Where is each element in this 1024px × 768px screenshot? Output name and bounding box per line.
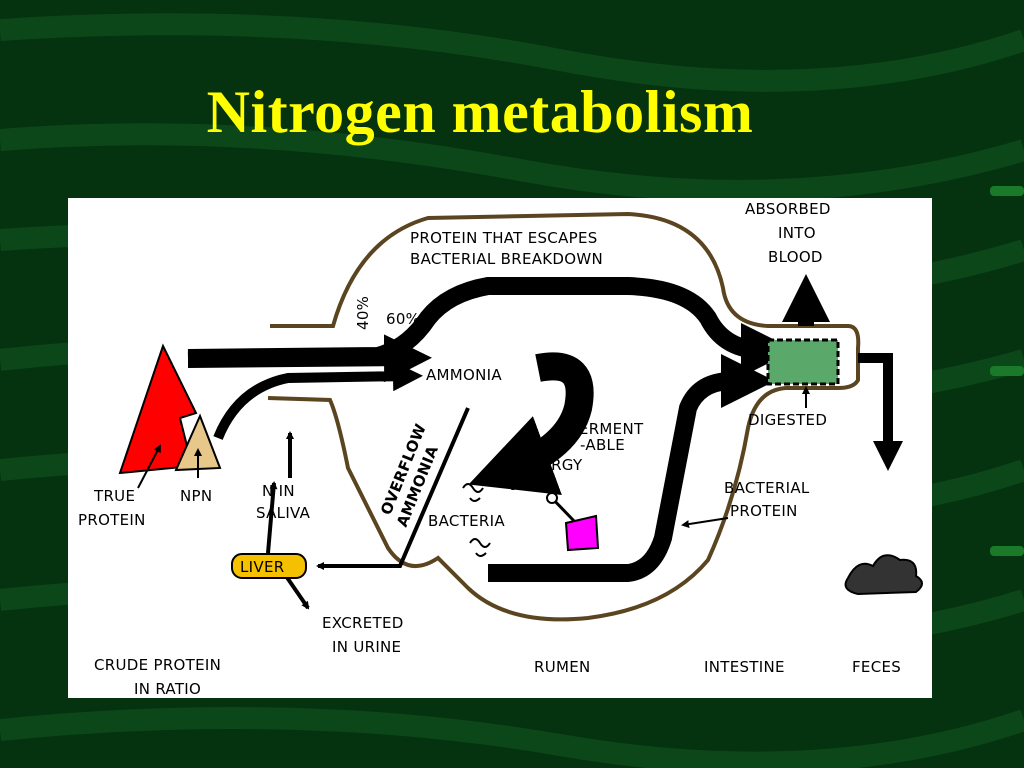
flow-liver-saliva xyxy=(266,481,278,554)
true-protein-pointer xyxy=(137,444,161,489)
label-true-protein-2: PROTEIN xyxy=(78,511,146,529)
label-absorbed-3: BLOOD xyxy=(768,248,823,266)
label-n-in-saliva-1: N IN xyxy=(262,482,295,500)
label-energy-2: [TDN] xyxy=(510,474,555,492)
label-escape-2: BACTERIAL BREAKDOWN xyxy=(410,250,603,268)
flow-excreted xyxy=(284,574,310,610)
label-rumen: RUMEN xyxy=(534,658,591,676)
label-intestine: INTESTINE xyxy=(704,658,785,676)
label-npn: NPN xyxy=(180,487,212,505)
label-bacterial-protein-2: PROTEIN xyxy=(730,502,798,520)
nitrogen-metabolism-diagram: LIVER PROTEIN THAT ESCAPES BACTERIAL BRE… xyxy=(68,198,932,698)
label-digested: DIGESTED xyxy=(748,411,827,429)
energy-box xyxy=(564,514,600,552)
label-crude-2: IN RATIO xyxy=(134,680,201,698)
energy-lever-knob xyxy=(546,492,558,504)
flow-npn-ammonia xyxy=(213,361,423,440)
label-true-protein-1: TRUE xyxy=(93,487,135,505)
true-protein-shape xyxy=(118,343,198,475)
label-60pct: 60% xyxy=(386,310,420,328)
digested-box xyxy=(766,338,840,386)
label-excreted-2: IN URINE xyxy=(332,638,401,656)
label-fermentable-2: -ABLE xyxy=(580,436,625,454)
slide-title: Nitrogen metabolism xyxy=(206,79,754,145)
flow-bacterial-protein xyxy=(488,354,775,582)
pointer-bacterial-protein xyxy=(681,517,729,529)
label-crude-1: CRUDE PROTEIN xyxy=(94,656,221,674)
flow-to-ammonia xyxy=(187,334,432,383)
label-absorbed-2: INTO xyxy=(778,224,816,242)
label-40pct: 40% xyxy=(354,296,372,330)
flow-to-feces xyxy=(858,353,903,471)
label-absorbed-1: ABSORBED xyxy=(745,200,831,218)
label-excreted-1: EXCRETED xyxy=(322,614,404,632)
feces-shape xyxy=(844,554,923,596)
flow-overflow-ammonia xyxy=(316,407,470,570)
label-fermentable-1: FERMENT xyxy=(570,420,644,438)
label-feces: FECES xyxy=(852,658,901,676)
liver-label: LIVER xyxy=(240,558,284,576)
label-energy-1: ENERGY xyxy=(520,456,583,474)
flow-true-protein xyxy=(187,277,795,377)
label-ammonia: AMMONIA xyxy=(426,366,502,384)
label-n-in-saliva-2: SALIVA xyxy=(256,504,311,522)
liver-shape xyxy=(231,553,307,579)
gut-wall-outline xyxy=(267,211,861,622)
label-bacterial-protein-1: BACTERIAL xyxy=(724,479,810,497)
label-escape-1: PROTEIN THAT ESCAPES xyxy=(410,229,598,247)
label-bacteria: BACTERIA xyxy=(428,512,505,530)
flow-ammonia-bacteria xyxy=(468,352,594,495)
bacteria-icon xyxy=(462,483,491,557)
